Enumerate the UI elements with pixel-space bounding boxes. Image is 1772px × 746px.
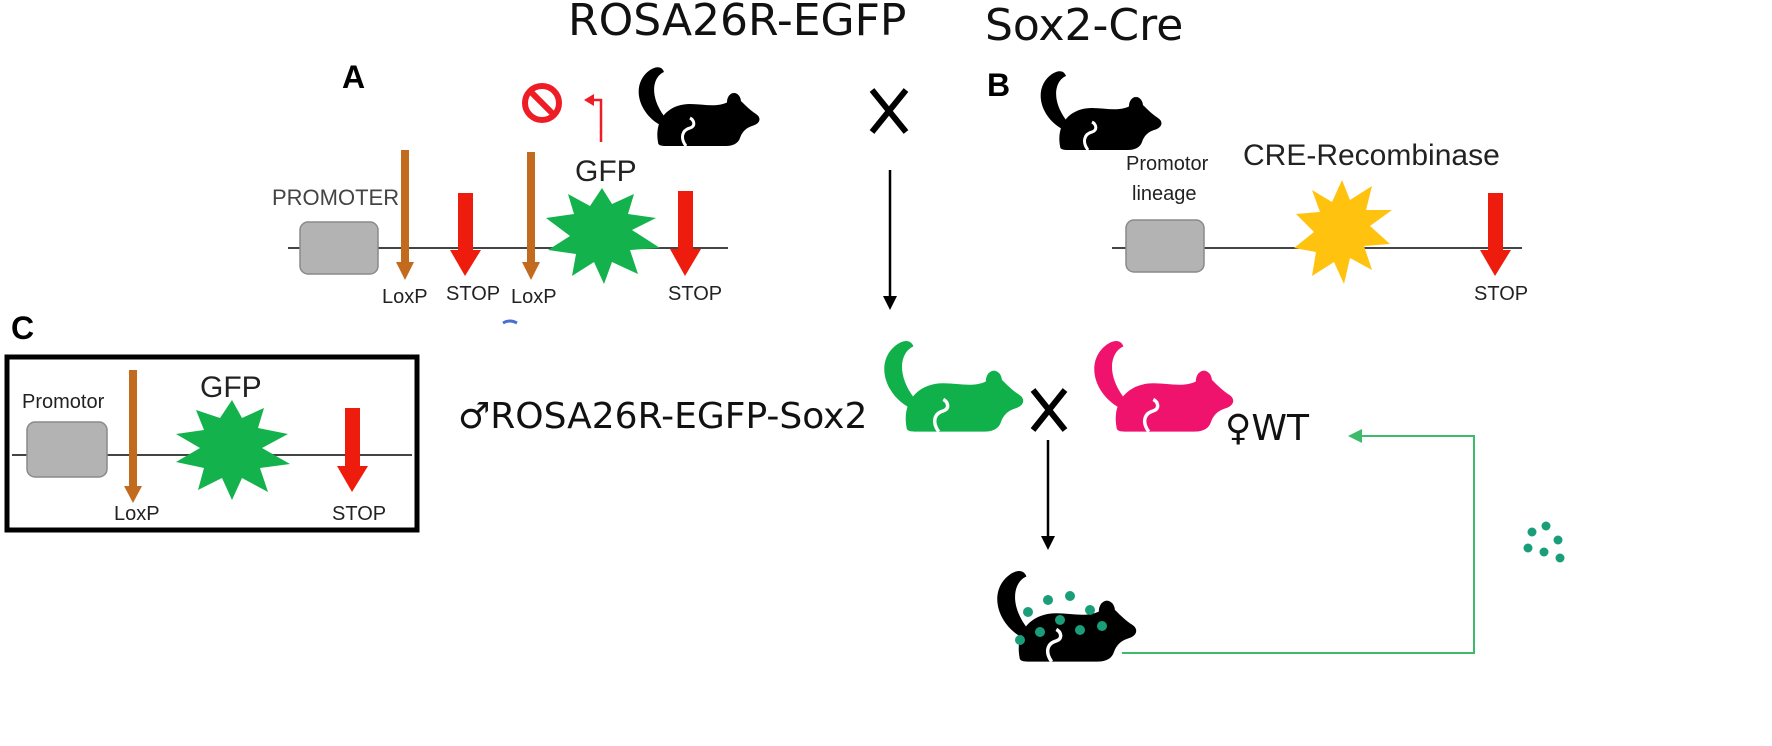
gfp-burst-a [546, 188, 660, 284]
panel-a-promoter-label: PROMOTER [272, 185, 399, 210]
panel-c-letter: C [11, 310, 34, 346]
gfp-label-c: GFP [200, 371, 262, 404]
stop-label-c: STOP [332, 503, 386, 525]
sox2-title: Sox2-Cre [985, 0, 1183, 51]
panel-c-promoter-label: Promotor [22, 391, 105, 413]
panel-c-promoter-box [26, 421, 108, 478]
cre-label: CRE-Recombinase [1243, 139, 1500, 172]
stop-arrow-b [1480, 193, 1511, 276]
stop-arrow-2 [670, 191, 701, 276]
panel-b-promoter-box [1125, 219, 1205, 273]
rosa-title: ROSA26R-EGFP [568, 0, 906, 46]
panel-b-promoter-line1: Promotor [1126, 153, 1209, 175]
rosa-mouse-icon [638, 67, 760, 148]
cre-burst [1294, 180, 1392, 284]
blocked-transcription-arrow [584, 94, 603, 142]
stop-arrow-1 [450, 193, 481, 276]
stop-arrow-c [337, 408, 368, 492]
cross-down-arrowhead [883, 296, 897, 310]
panel-b-promoter-line2: lineage [1132, 183, 1197, 205]
wild-type-female-mouse-icon [1094, 340, 1234, 434]
loxp-arrow-1 [396, 150, 414, 280]
offspring-mouse-icon [997, 570, 1137, 664]
loxp-label-1: LoxP [382, 286, 428, 308]
backcross-arrow [1122, 435, 1475, 654]
blue-mark [502, 319, 518, 325]
loxp-arrow-c [124, 370, 142, 503]
sox2-mouse-icon [1040, 71, 1162, 152]
no-entry-icon [522, 83, 562, 123]
stop-label-b: STOP [1474, 283, 1528, 305]
gfp-label-a: GFP [575, 155, 637, 188]
panel-b-letter: B [987, 67, 1010, 103]
loxp-label-2: LoxP [511, 286, 557, 308]
male-strain-label: ♂ROSA26R-EGFP-Sox2 [458, 396, 867, 437]
gfp-burst-c [176, 400, 290, 500]
backcross-arrowhead [1348, 429, 1362, 443]
fluorescent-cells-icon [1015, 591, 1107, 645]
cross-symbol-top [869, 88, 909, 134]
female-strain-label: ♀WT [1225, 408, 1310, 449]
scattered-cells-icon [1523, 521, 1565, 563]
panel-a-promoter-box [299, 221, 379, 275]
loxp-label-c: LoxP [114, 503, 160, 525]
offspring-down-arrowhead [1041, 536, 1055, 550]
panel-a-letter: A [342, 59, 365, 95]
cross-symbol-middle [1030, 388, 1068, 432]
stop-label-2: STOP [668, 283, 722, 305]
stop-label-1: STOP [446, 283, 500, 305]
loxp-arrow-2 [522, 152, 540, 280]
transgenic-male-mouse-icon [884, 340, 1024, 434]
